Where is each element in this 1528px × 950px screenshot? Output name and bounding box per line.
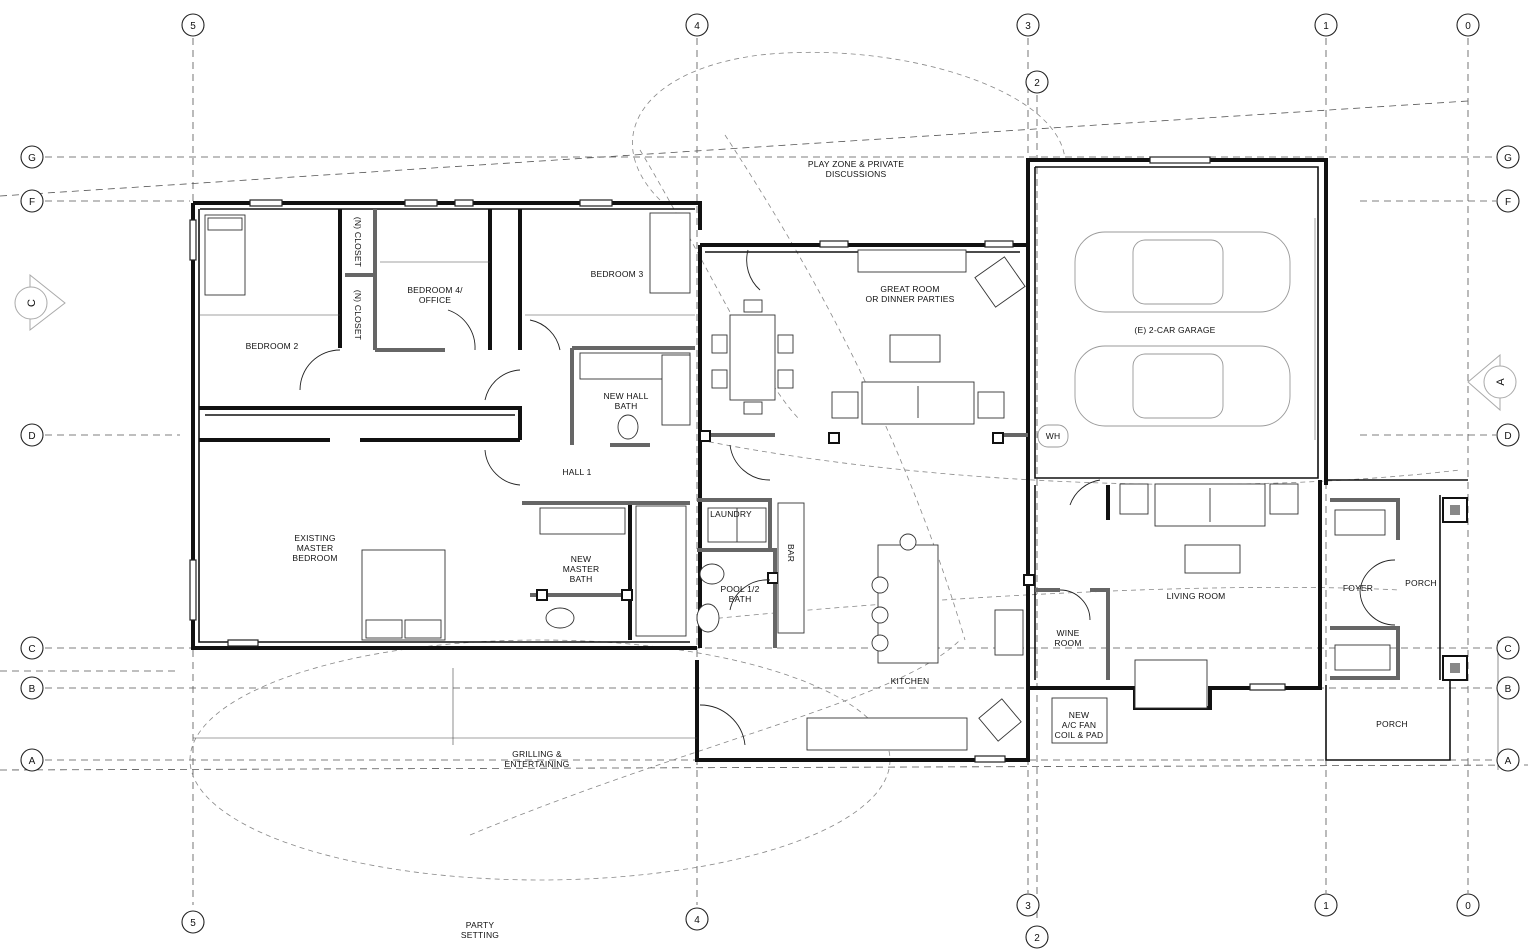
bedroom-3-label: BEDROOM 3	[591, 269, 644, 279]
grid-row-b-right: B	[1505, 684, 1512, 695]
kitchen-label: KITCHEN	[891, 676, 930, 686]
grid-row-c-left: C	[28, 644, 35, 655]
grid-col-4-top: 4	[694, 21, 700, 32]
great-room-label-2: OR DINNER PARTIES	[865, 294, 954, 304]
dimension-lines	[193, 261, 1499, 770]
grid-col-3-top: 3	[1025, 21, 1031, 32]
grid-col-3-bottom: 3	[1025, 901, 1031, 912]
master-bath-label-3: BATH	[570, 574, 593, 584]
grid-col-0-top: 0	[1465, 21, 1471, 32]
doors	[299, 249, 1396, 746]
ac-fan-label-2: A/C FAN	[1062, 720, 1096, 730]
closet-2-label: (N) CLOSET	[353, 290, 363, 340]
closet-1-label: (N) CLOSET	[353, 217, 363, 267]
water-heater-label: WH	[1046, 431, 1061, 441]
grid-row-a-right: A	[1505, 756, 1512, 767]
play-zone-label-2: DISCUSSIONS	[826, 169, 887, 179]
grilling-label-1: GRILLING &	[512, 749, 562, 759]
grid-col-5-bottom: 5	[190, 918, 196, 929]
section-marker-left-label: C	[26, 299, 38, 307]
porch-upper-label: PORCH	[1405, 578, 1437, 588]
room-labels: PLAY ZONE & PRIVATE DISCUSSIONS GREAT RO…	[246, 159, 1437, 940]
furniture	[204, 212, 1391, 751]
grid-col-2-bottom: 2	[1034, 933, 1040, 944]
grid-row-g-right: G	[1504, 153, 1512, 164]
garage-label: (E) 2-CAR GARAGE	[1134, 325, 1215, 335]
ac-fan-label-1: NEW	[1069, 710, 1089, 720]
pool-bath-label-2: BATH	[729, 594, 752, 604]
bedroom-4-label-1: BEDROOM 4/	[407, 285, 463, 295]
hall-1-label: HALL 1	[562, 467, 591, 477]
ac-fan-label-3: COIL & PAD	[1055, 730, 1104, 740]
foyer-label: FOYER	[1343, 583, 1373, 593]
ac-pad	[1051, 697, 1108, 744]
grid-bubbles: 5 4 3 2 1 0 5 4 3 2 1 0 G F D C B A	[20, 13, 1520, 949]
grid-col-2-top: 2	[1034, 78, 1040, 89]
great-room-label-1: GREAT ROOM	[880, 284, 939, 294]
grid-row-d-right: D	[1504, 431, 1511, 442]
laundry-label: LAUNDRY	[710, 509, 752, 519]
grid-row-c-right: C	[1504, 644, 1511, 655]
windows	[189, 156, 1286, 763]
grid-col-4-bottom: 4	[694, 915, 700, 926]
master-bedroom-label-2: MASTER	[297, 543, 334, 553]
master-bedroom-label-1: EXISTING	[294, 533, 335, 543]
grid-col-1-top: 1	[1323, 21, 1329, 32]
section-marker-right: A	[1467, 353, 1517, 412]
grid-row-g-left: G	[28, 153, 36, 164]
grid-row-d-left: D	[28, 431, 35, 442]
party-label-2: SETTING	[461, 930, 499, 940]
section-marker-right-label: A	[1495, 378, 1507, 386]
grid-row-a-left: A	[29, 756, 36, 767]
grid-row-b-left: B	[29, 684, 36, 695]
play-zone-label-1: PLAY ZONE & PRIVATE	[808, 159, 904, 169]
hall-bath-label-1: NEW HALL	[603, 391, 648, 401]
grid-row-f-right: F	[1505, 197, 1511, 208]
bar-label: BAR	[786, 544, 796, 562]
section-marker-left: C	[14, 273, 66, 332]
grid-col-1-bottom: 1	[1323, 901, 1329, 912]
hall-bath-label-2: BATH	[615, 401, 638, 411]
master-bedroom-label-3: BEDROOM	[292, 553, 337, 563]
master-bath-label-1: NEW	[571, 554, 591, 564]
grid-col-5-top: 5	[190, 21, 196, 32]
bedroom-2-label: BEDROOM 2	[246, 341, 299, 351]
party-label-1: PARTY	[466, 920, 495, 930]
wine-room-label-1: WINE	[1057, 628, 1080, 638]
porch-lower-label: PORCH	[1376, 719, 1408, 729]
grid-col-0-bottom: 0	[1465, 901, 1471, 912]
bedroom-4-label-2: OFFICE	[419, 295, 451, 305]
walls	[191, 158, 1468, 762]
grid-row-f-left: F	[29, 197, 35, 208]
wine-room-label-2: ROOM	[1054, 638, 1081, 648]
pool-bath-label-1: POOL 1/2	[720, 584, 759, 594]
master-bath-label-2: MASTER	[563, 564, 600, 574]
grilling-label-2: ENTERTAINING	[505, 759, 570, 769]
living-room-label: LIVING ROOM	[1167, 591, 1226, 601]
columns	[536, 430, 1468, 681]
